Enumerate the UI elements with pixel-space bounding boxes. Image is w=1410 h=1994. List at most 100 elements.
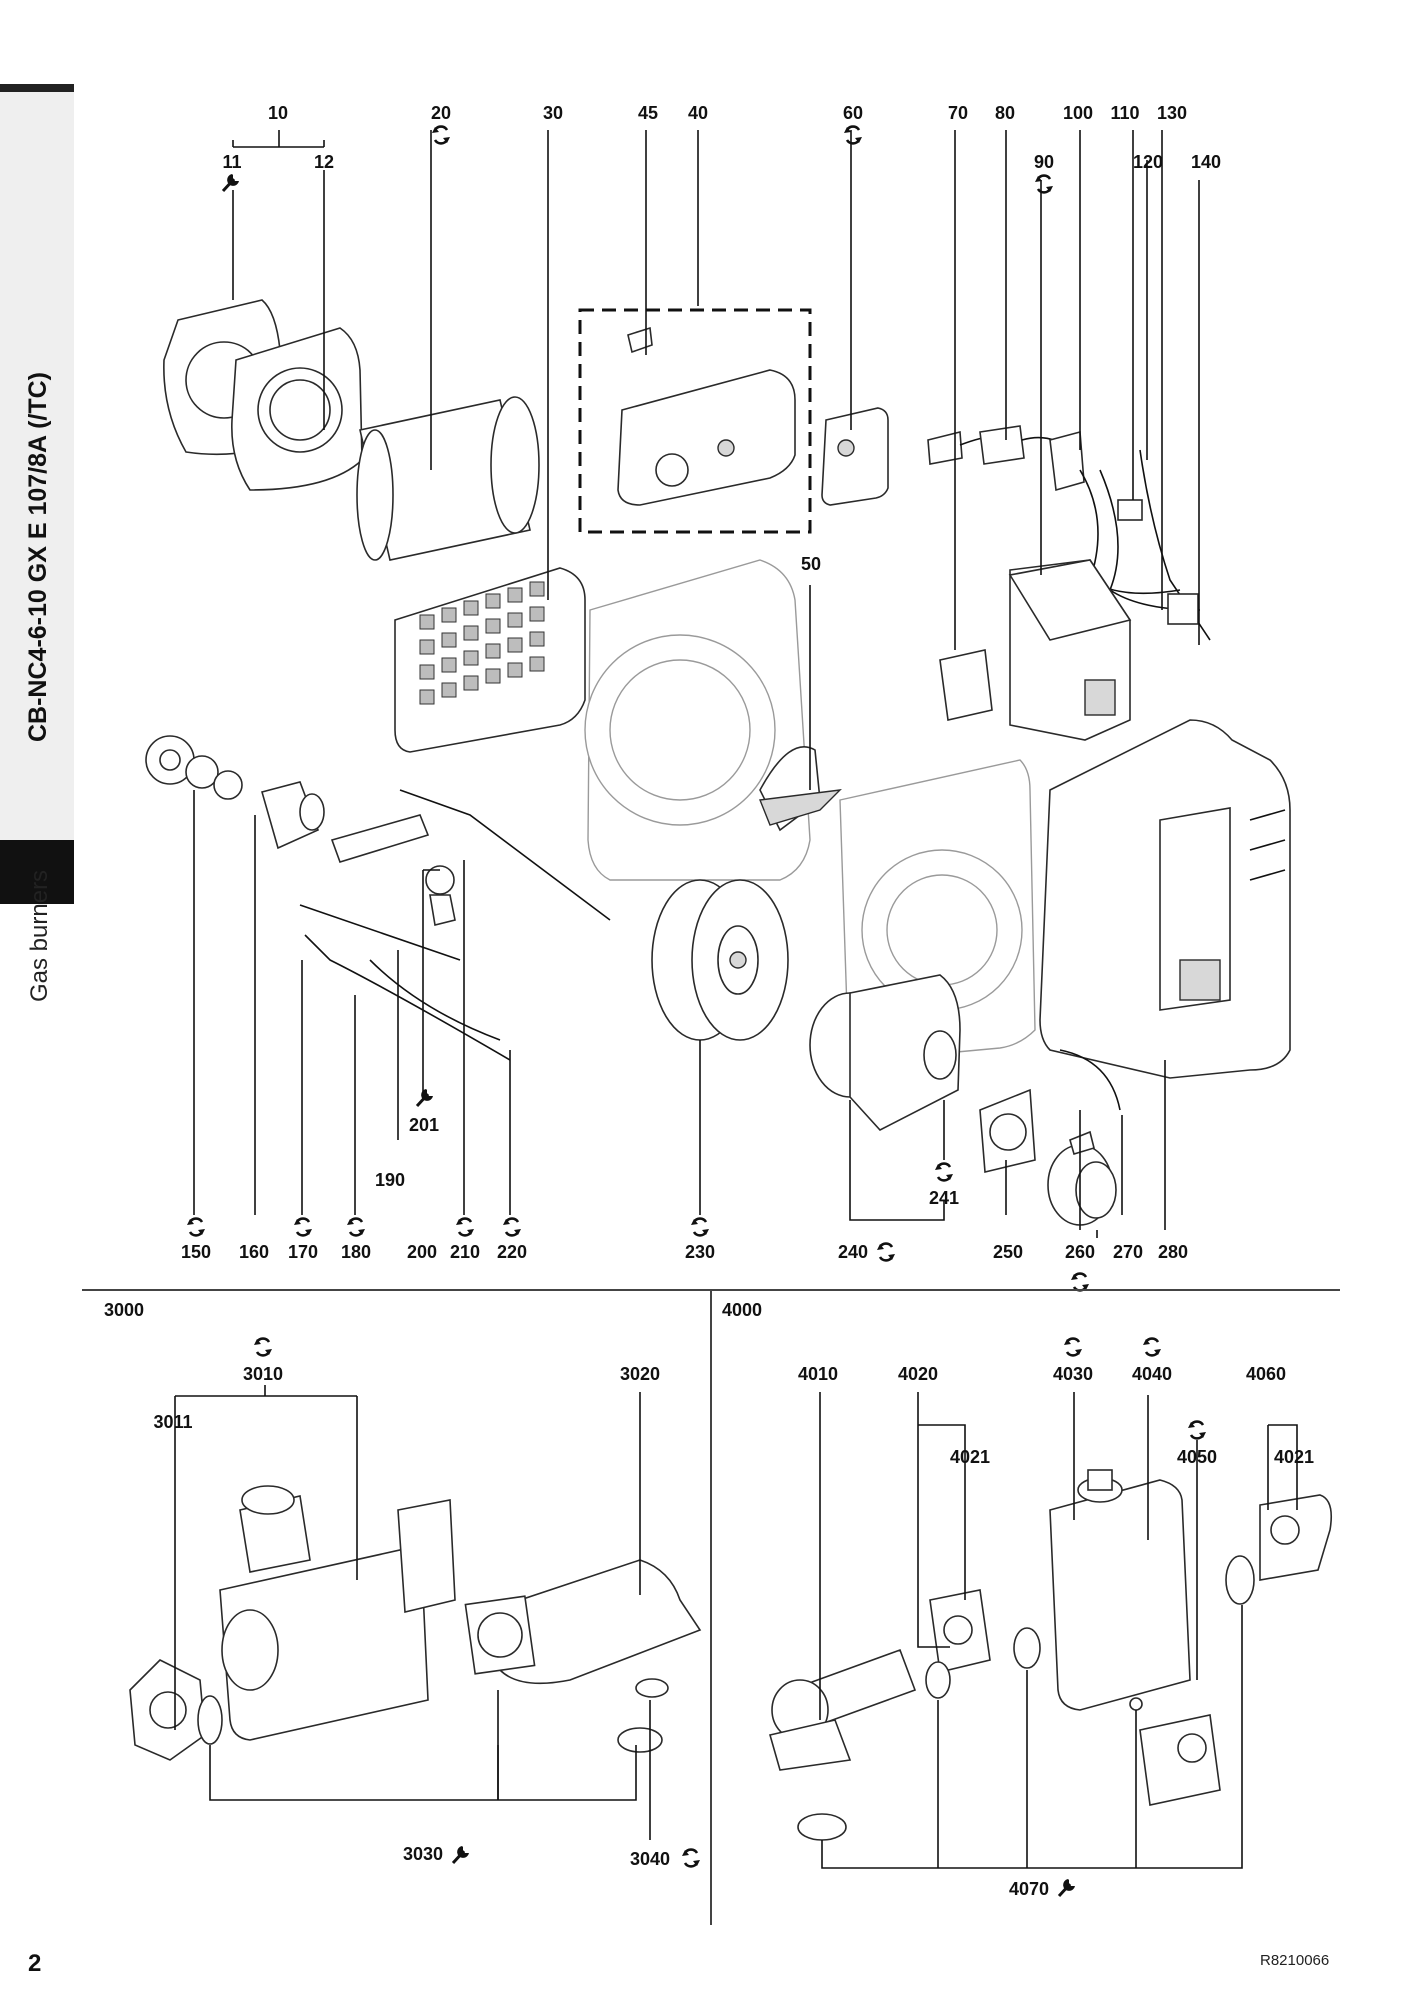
part-hose-270 <box>1059 1049 1121 1111</box>
callouts-bottom-row: 150 160 170 180 190 201 200 210 220 230 … <box>181 1087 1188 1292</box>
part-o-ring-4070d <box>797 1813 847 1841</box>
callout-110: 110 <box>1110 103 1139 123</box>
wrench-icon <box>221 172 241 193</box>
callout-190: 190 <box>375 1170 405 1190</box>
callout-100: 100 <box>1063 103 1093 123</box>
callout-4040: 4040 <box>1132 1364 1172 1384</box>
callout-280: 280 <box>1158 1242 1188 1262</box>
callout-90: 90 <box>1034 152 1054 172</box>
part-ignition-electrodes <box>299 789 611 1061</box>
part-manifold-3020 <box>464 1559 702 1685</box>
wrench-icon <box>415 1087 435 1108</box>
callout-241: 241 <box>929 1188 959 1208</box>
callout-30: 30 <box>543 103 563 123</box>
section-4000-title: 4000 <box>722 1300 762 1320</box>
circular-arrows-icon <box>680 1848 702 1868</box>
section-3000-title: 3000 <box>104 1300 144 1320</box>
callout-4021: 4021 <box>950 1447 990 1467</box>
part-gas-valve-4030 <box>1049 1469 1191 1711</box>
callout-11: 11 <box>222 152 241 172</box>
callout-4050: 4050 <box>1177 1447 1217 1467</box>
part-plug-70 <box>939 649 993 721</box>
part-flange-4060 <box>1259 1494 1333 1581</box>
circular-arrows-icon <box>345 1217 367 1237</box>
callout-10: 10 <box>268 103 288 123</box>
part-air-damper <box>759 746 842 832</box>
part-inlet-flange-3011 <box>129 1659 206 1761</box>
callout-201: 201 <box>409 1115 439 1135</box>
callout-40: 40 <box>688 103 708 123</box>
part-motor-flange <box>979 1088 1036 1173</box>
part-blast-tube <box>356 396 540 561</box>
callout-50: 50 <box>801 554 821 574</box>
callout-3020: 3020 <box>620 1364 660 1384</box>
callout-260: 260 <box>1065 1242 1095 1262</box>
circular-arrows-icon <box>842 125 864 145</box>
callout-220: 220 <box>497 1242 527 1262</box>
callouts-4000: 4010 4020 4021 4030 4040 4050 4060 4021 … <box>798 1337 1314 1899</box>
callout-3030: 3030 <box>403 1844 443 1864</box>
callout-200: 200 <box>407 1242 437 1262</box>
part-o-ring-3030b <box>197 1695 223 1745</box>
part-mixing-tube <box>330 814 430 863</box>
callout-230: 230 <box>685 1242 715 1262</box>
callout-3040: 3040 <box>630 1849 670 1869</box>
circular-arrows-icon <box>430 125 452 145</box>
callout-20: 20 <box>431 103 451 123</box>
circular-arrows-icon <box>252 1337 274 1357</box>
callout-45: 45 <box>638 103 658 123</box>
circular-arrows-icon <box>689 1217 711 1237</box>
assembly-40-outline <box>578 308 812 534</box>
callout-60: 60 <box>843 103 863 123</box>
part-o-ring-4070a <box>1225 1555 1255 1605</box>
callout-4060: 4060 <box>1246 1364 1286 1384</box>
part-gas-valve-3010 <box>219 1485 456 1741</box>
circular-arrows-icon <box>185 1217 207 1237</box>
sidebar-section-marker <box>0 840 74 904</box>
callout-4070: 4070 <box>1009 1879 1049 1899</box>
part-air-pressure-switch <box>821 407 889 506</box>
callout-70: 70 <box>948 103 968 123</box>
part-o-ring-4070b <box>1013 1627 1041 1669</box>
circular-arrows-icon <box>1033 174 1055 194</box>
callout-170: 170 <box>288 1242 318 1262</box>
callout-4010: 4010 <box>798 1364 838 1384</box>
part-air-filter-grid <box>394 567 586 753</box>
callout-4030: 4030 <box>1053 1364 1093 1384</box>
callout-180: 180 <box>341 1242 371 1262</box>
part-mounting-flange <box>231 327 363 491</box>
part-adapter-4020 <box>929 1589 991 1673</box>
callout-210: 210 <box>450 1242 480 1262</box>
part-housing-frame <box>584 559 811 881</box>
callouts-3000: 3010 3011 3020 3030 3040 <box>153 1337 702 1869</box>
part-pressure-switch-4040 <box>1139 1714 1221 1806</box>
callout-80: 80 <box>995 103 1015 123</box>
circular-arrows-icon <box>292 1217 314 1237</box>
leader-lines-3000 <box>174 1385 651 1840</box>
circular-arrows-icon <box>875 1242 897 1262</box>
part-baffle-disc <box>145 735 243 800</box>
leader-lines-4000 <box>819 1392 1298 1869</box>
circular-arrows-icon <box>1186 1420 1208 1440</box>
wrench-icon <box>1057 1877 1077 1898</box>
part-elbow-4010 <box>768 1648 917 1771</box>
callout-240: 240 <box>838 1242 868 1262</box>
callout-130: 130 <box>1157 103 1187 123</box>
circular-arrows-icon <box>454 1217 476 1237</box>
part-burner-hood <box>1039 719 1291 1079</box>
part-connector-100 <box>1049 430 1085 492</box>
drawing-reference: R8210066 <box>1260 1952 1330 1969</box>
circular-arrows-icon <box>1069 1272 1091 1292</box>
callout-4020: 4020 <box>898 1364 938 1384</box>
part-wiring-harness <box>1079 449 1211 641</box>
part-seal-4050 <box>1129 1697 1143 1711</box>
callout-250: 250 <box>993 1242 1023 1262</box>
callouts-top: 10 11 12 20 30 45 40 60 70 80 90 100 110… <box>221 103 1221 574</box>
sidebar-top-bar <box>0 84 74 92</box>
sidebar-title-band <box>0 92 74 840</box>
part-air-damper-actuator <box>617 326 796 506</box>
callout-12: 12 <box>314 152 334 172</box>
part-o-ring-3030 <box>617 1727 663 1753</box>
leader-lines-top <box>193 130 1200 1238</box>
